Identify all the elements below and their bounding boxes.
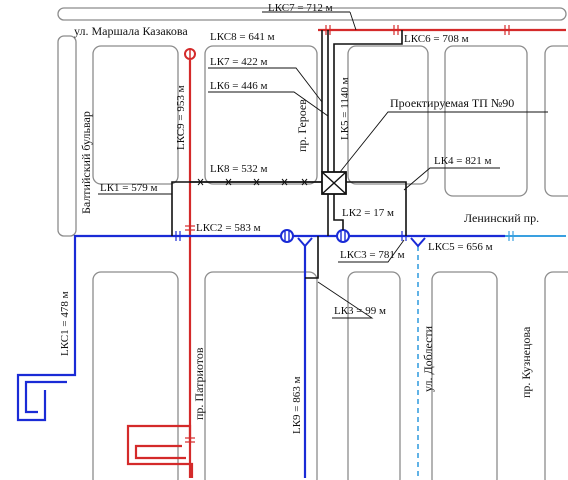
cross-mark [197, 178, 204, 186]
blue-couplings [280, 229, 350, 243]
leader-line-kc7-down [349, 11, 357, 31]
segment-label-kc1: LКС1 = 478 м [59, 291, 71, 356]
segment-label-kc9: LКС9 = 953 м [175, 85, 187, 150]
leader-line-k3 [317, 281, 374, 319]
street-baltic-blvd: Балтийский бульвар [79, 111, 93, 214]
black-cable-k5 [333, 30, 403, 172]
street-valor: ул. Доблести [421, 325, 435, 392]
block-row2-d [431, 271, 498, 480]
block-row2-a [92, 271, 179, 480]
blue-cable-main [73, 234, 410, 250]
cross-mark [253, 178, 260, 186]
segment-label-k8: LК8 = 532 м [210, 163, 268, 175]
black-network [171, 30, 407, 279]
block-row1-b [204, 45, 318, 185]
blue-coupling-icon [336, 229, 350, 243]
block-row1-d [444, 45, 528, 197]
segment-label-k5: LК5 = 1140 м [339, 77, 351, 140]
block-row1-a [92, 45, 179, 185]
red-cable-lower-loop-inner [134, 444, 186, 460]
fork-icon [410, 237, 426, 248]
blue-cable-kc1-loop-inner [24, 380, 67, 414]
cross-mark [301, 178, 308, 186]
segment-label-k6: LК6 = 446 м [210, 80, 268, 92]
block-left-upper [57, 35, 77, 237]
segment-label-k1: LК1 = 579 м [100, 182, 158, 194]
segment-label-kc7: LКС7 = 712 м [268, 2, 333, 14]
segment-label-kc2: LКС2 = 583 м [196, 222, 261, 234]
block-street-edge-top [57, 7, 567, 21]
segment-label-k2: LК2 = 17 м [342, 207, 394, 219]
red-cable-lower-loop [126, 424, 194, 478]
block-row1-e [544, 45, 568, 197]
red-network [126, 28, 566, 478]
fork-icon [297, 237, 313, 248]
segment-label-k7: LК7 = 422 м [210, 56, 268, 68]
segment-label-k3: LК3 = 99 м [334, 305, 386, 317]
segment-label-kc5: LКС5 = 656 м [428, 241, 493, 253]
city-blocks [57, 7, 568, 480]
light-blue-ticks [508, 231, 514, 241]
leader-line-k7 [208, 67, 323, 103]
blue-coupling-icon [280, 229, 294, 243]
segment-label-k4: LК4 = 821 м [434, 155, 492, 167]
leader-lines [98, 11, 548, 319]
cross-mark [281, 178, 288, 186]
leader-line-tp [339, 111, 548, 173]
red-cable-ticks [185, 25, 510, 443]
blue-cable-kc1-loop [16, 250, 77, 422]
street-heroes: пр. Героев [295, 99, 309, 152]
segment-label-kc8: LКС8 = 641 м [210, 31, 275, 43]
substation-label: Проектируемая ТП №90 [390, 96, 514, 110]
segment-label-kc6: LКС6 = 708 м [404, 33, 469, 45]
substation-box-icon[interactable] [321, 171, 347, 195]
black-cable-crosses [197, 178, 308, 186]
cross-mark [225, 178, 232, 186]
black-cable-k2 [333, 194, 344, 230]
black-cable-k4 [346, 181, 407, 236]
block-row2-c [347, 271, 401, 480]
block-row2-b [204, 271, 318, 480]
leader-line-k4 [403, 167, 500, 191]
block-row2-e [544, 271, 568, 480]
blue-network [16, 234, 505, 478]
street-kuznetsova: пр. Кузнецова [519, 326, 533, 398]
street-patriots: пр. Патриотов [192, 347, 206, 420]
segment-label-k9: LК9 = 863 м [291, 376, 303, 434]
blue-coupling-marks [284, 231, 346, 241]
street-leninsky: Ленинский пр. [464, 211, 539, 225]
segment-label-kc3: LКС3 = 781 м [340, 249, 405, 261]
leader-line-kc3 [338, 239, 405, 263]
block-row1-c [347, 45, 429, 185]
leader-line-k6 [208, 91, 329, 117]
street-marshal-kazakov: ул. Маршала Казакова [74, 24, 188, 38]
black-cable-k3 [305, 236, 319, 279]
branch-forks [297, 237, 426, 248]
